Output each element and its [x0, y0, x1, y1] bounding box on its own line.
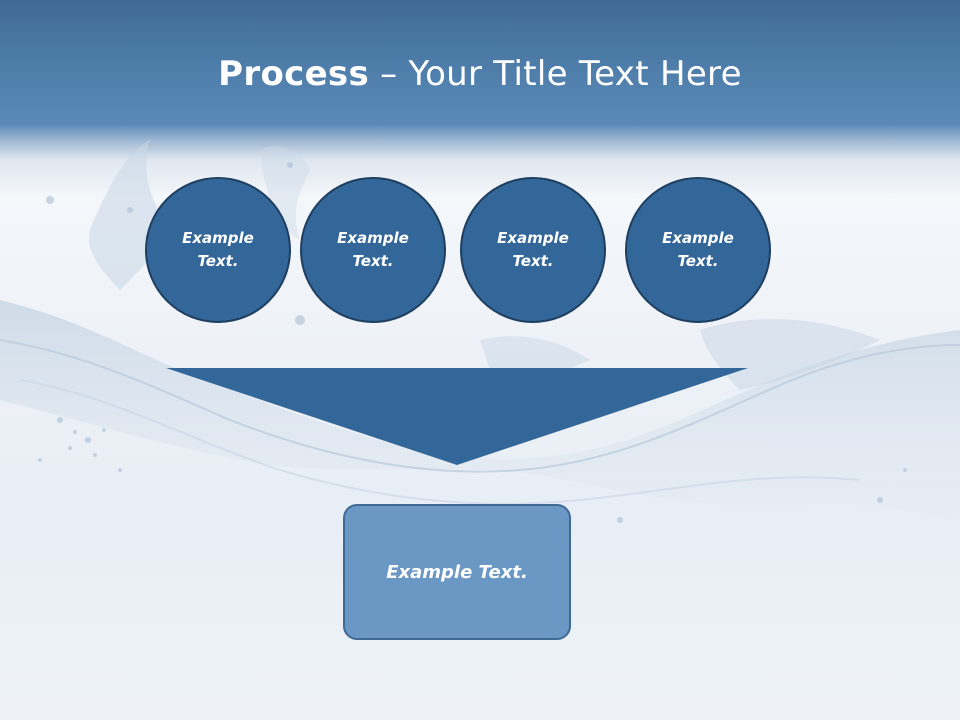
circle-label: Example Text. — [337, 229, 409, 270]
process-circle-3[interactable]: Example Text. — [460, 177, 606, 323]
process-circle-4[interactable]: Example Text. — [625, 177, 771, 323]
circle-label: Example Text. — [182, 229, 254, 270]
funnel-shape — [166, 368, 748, 465]
title-bold: Process — [218, 54, 370, 94]
slide-title: Process – Your Title Text Here — [0, 52, 960, 96]
result-label: Example Text. — [386, 561, 528, 583]
result-box[interactable]: Example Text. — [343, 504, 571, 640]
circle-label: Example Text. — [662, 229, 734, 270]
process-circle-2[interactable]: Example Text. — [300, 177, 446, 323]
circle-label: Example Text. — [497, 229, 569, 270]
title-rest: – Your Title Text Here — [369, 54, 742, 94]
process-circle-1[interactable]: Example Text. — [145, 177, 291, 323]
title-banner — [0, 0, 960, 200]
